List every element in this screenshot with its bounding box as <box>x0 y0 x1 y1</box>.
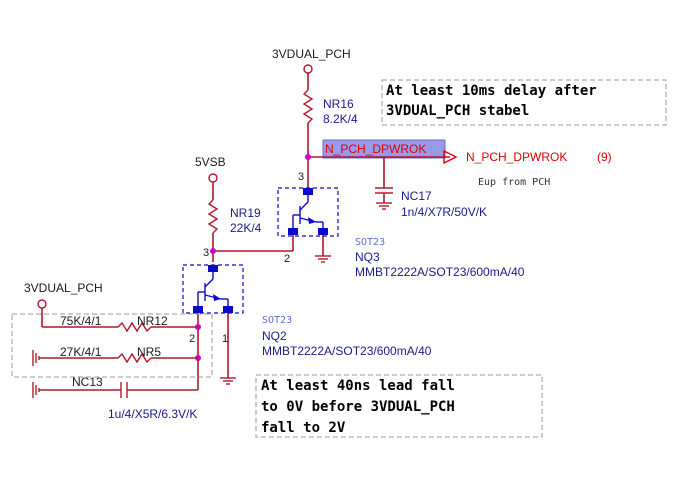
nc17-value: 1n/4/X7R/50V/K <box>401 205 487 219</box>
nq2-pad-base <box>193 306 203 313</box>
output-net-label: N_PCH_DPWROK <box>466 150 567 164</box>
junction-dot <box>305 154 311 160</box>
junction-dot-2 <box>210 248 216 254</box>
nq3-pin-b: 2 <box>284 253 290 265</box>
output-note: Eup from PCH <box>478 177 550 188</box>
base-network-box <box>11 313 213 378</box>
top-supply-symbol <box>303 64 313 74</box>
top-note-line-2: 3VDUAL_PCH stabel <box>386 103 529 119</box>
nq3-pad-base <box>288 228 298 235</box>
nr12-resistor <box>117 321 152 333</box>
top-supply-label: 3VDUAL_PCH <box>272 47 351 61</box>
nc13-ref: NC13 <box>72 375 103 389</box>
left-supply-label: 3VDUAL_PCH <box>24 281 103 295</box>
bottom-note-line-2: to 0V before 3VDUAL_PCH <box>261 399 455 415</box>
nr19-resistor <box>207 199 219 234</box>
nq2-pad-emitter <box>223 306 233 313</box>
nr16-value: 8.2K/4 <box>323 112 358 126</box>
nr19-value: 22K/4 <box>230 221 262 235</box>
nr12-value: 75K/4/1 <box>60 314 102 328</box>
nr16-ref: NR16 <box>323 97 354 111</box>
nq2-package: SOT23 <box>262 315 292 326</box>
nr12-ref: NR12 <box>137 314 168 328</box>
nq3-pin-c: 3 <box>298 171 304 183</box>
nq2-pin-b: 2 <box>189 333 195 345</box>
nq3-pad-collector <box>303 188 313 195</box>
nq2-ref: NQ2 <box>262 329 287 343</box>
bottom-note-box <box>255 374 543 438</box>
output-arrow <box>443 149 458 165</box>
nq3-value: MMBT2222A/SOT23/600mA/40 <box>355 265 525 279</box>
nq2-value: MMBT2222A/SOT23/600mA/40 <box>262 344 432 358</box>
top-note-box <box>381 79 667 126</box>
net-wire-label: N_PCH_DPWROK <box>325 142 426 156</box>
nc13-value: 1u/4/X5R/6.3V/K <box>108 407 197 421</box>
output-net-ref: (9) <box>597 150 612 164</box>
nr5-value: 27K/4/1 <box>60 345 102 359</box>
nq2-pad-collector <box>208 265 218 272</box>
nq2-pin-e: 1 <box>222 333 228 345</box>
top-note-line-1: At least 10ms delay after <box>386 83 597 99</box>
nq3-ref: NQ3 <box>355 250 380 264</box>
nc17-ref: NC17 <box>401 189 432 203</box>
nq3-pad-emitter <box>318 228 328 235</box>
mid-supply-label: 5VSB <box>195 155 226 169</box>
nr5-resistor <box>117 352 152 364</box>
nq2-pin-c: 3 <box>203 247 209 259</box>
mid-supply-symbol <box>208 173 218 183</box>
nr5-ref: NR5 <box>137 345 161 359</box>
nr19-ref: NR19 <box>230 206 261 220</box>
left-supply-symbol <box>37 299 47 309</box>
bottom-note-line-3: fall to 2V <box>261 420 346 436</box>
bottom-note-line-1: At least 40ns lead fall <box>261 378 455 394</box>
nr16-resistor <box>302 89 314 124</box>
nq3-package: SOT23 <box>355 237 385 248</box>
